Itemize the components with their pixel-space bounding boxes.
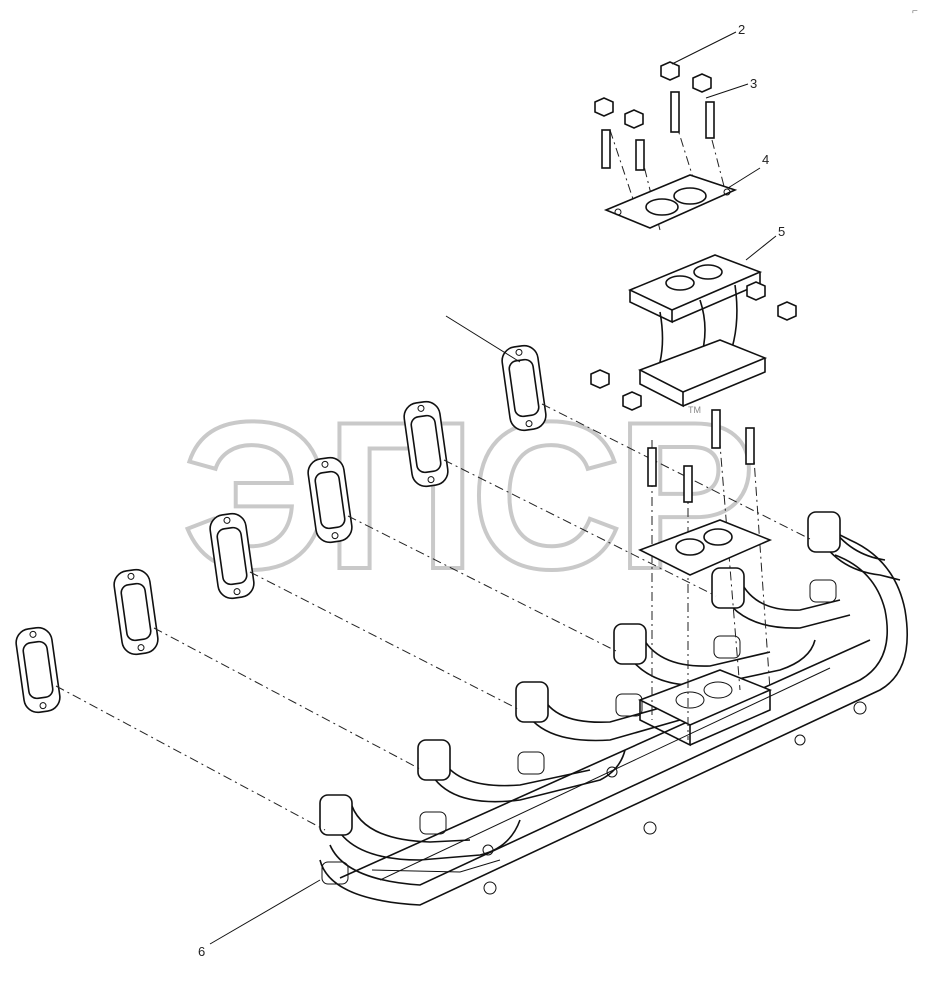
corner-mark: ⌐: [912, 6, 918, 17]
leader-2: [671, 31, 737, 65]
watermark: ЭПСР TM: [180, 376, 758, 615]
watermark-tm: TM: [688, 405, 701, 415]
studs-and-nuts: [590, 61, 797, 503]
port-flanges: [319, 511, 841, 885]
leader-5: [745, 235, 777, 261]
callout-3: 3: [750, 76, 757, 91]
callout-5: 5: [778, 224, 785, 239]
watermark-text: ЭПСР: [182, 378, 750, 613]
manifold-body: [319, 511, 908, 906]
upper-gasket: [603, 174, 738, 229]
lower-gasket: [638, 519, 773, 576]
leader-3: [705, 83, 749, 99]
callout-6: 6: [198, 944, 205, 959]
callout-4: 4: [762, 152, 769, 167]
callout-2: 2: [738, 22, 745, 37]
leader-6: [209, 879, 321, 945]
leader-4: [727, 167, 761, 189]
adapter-elbow: [628, 254, 768, 408]
leader-1: [445, 315, 521, 363]
callouts: 2 3 4 5 6: [198, 22, 785, 959]
port-gaskets: [15, 344, 547, 714]
